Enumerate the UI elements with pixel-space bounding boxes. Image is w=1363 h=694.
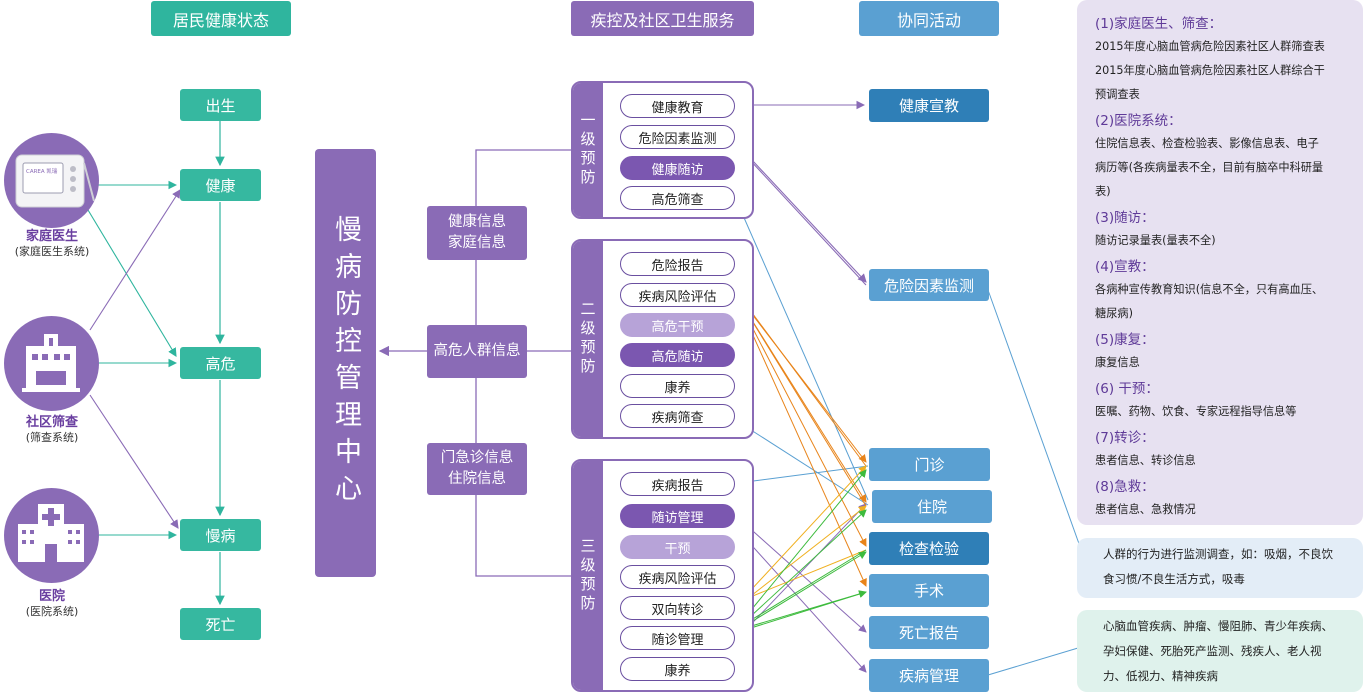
source-hospital-name: 医院 [38,589,65,604]
panel-line: 医嘱、药物、饮食、专家远程指导信息等 [1095,405,1297,418]
disease-list-note: 心脑血管疾病、肿瘤、慢阻肺、青少年疾病、 孕妇保健、死胎死产监测、残疾人、老人视… [1077,610,1363,692]
collab-risk-monitoring: 危险因素监测 [869,269,989,301]
l3-item-followup-management[interactable]: 随访管理 [620,504,735,528]
source-hospital-label: 医院 (医院系统) [0,589,112,619]
panel-line: 2015年度心脑血管病危险因素社区人群筛查表 [1095,40,1325,53]
level-tertiary-strip: 三级预防 [573,461,603,690]
header-health-status: 居民健康状态 [151,1,291,36]
disease-note-line1: 心脑血管疾病、肿瘤、慢阻肺、青少年疾病、 [1103,619,1333,633]
panel-line: 患者信息、急救情况 [1095,503,1196,516]
source-family-doctor-name: 家庭医生 [25,229,78,244]
panel-line: 住院信息表、检查检验表、影像信息表、电子 [1095,137,1319,150]
collab-outpatient: 门诊 [869,448,990,481]
l1-item-high-risk-screening[interactable]: 高危筛查 [620,186,735,210]
l1-item-health-education[interactable]: 健康教育 [620,94,735,118]
l2-item-risk-report[interactable]: 危险报告 [620,252,735,276]
family-doctor-device-icon: CAREA 凯瑞 [4,133,99,228]
level-primary-prevention: 一级预防 健康教育 危险因素监测 健康随访 高危筛查 [571,81,754,219]
info-outpatient-inpatient: 门急诊信息 住院信息 [427,443,527,495]
collab-inpatient: 住院 [872,490,992,523]
collab-surgery: 手术 [869,574,989,607]
panel-line: 2015年度心脑血管病危险因素社区人群综合干 [1095,64,1325,77]
panel-heading-3: (3)随访： [1095,210,1155,226]
panel-line: 病历等(各疾病量表不全，目前有脑卒中科研量 [1095,161,1324,174]
header-services: 疾控及社区卫生服务 [571,1,754,36]
panel-heading-5: (5)康复： [1095,332,1155,348]
level-primary-strip: 一级预防 [573,83,603,217]
l2-item-disease-screening[interactable]: 疾病筛查 [620,404,735,428]
panel-line: 随访记录量表(量表不全) [1095,234,1216,247]
l3-item-visit-management[interactable]: 随诊管理 [620,626,735,650]
l3-item-two-way-referral[interactable]: 双向转诊 [620,596,735,620]
status-birth: 出生 [180,89,261,121]
panel-line: 康复信息 [1095,356,1140,369]
l2-item-rehab-care[interactable]: 康养 [620,374,735,398]
level-tertiary-prevention: 三级预防 疾病报告 随访管理 干预 疾病风险评估 双向转诊 随诊管理 康养 [571,459,754,692]
panel-heading-6: (6) 干预： [1095,381,1159,397]
source-community-sub: (筛查系统) [25,431,79,445]
info-health-line1: 健康信息 [448,213,506,230]
l1-item-risk-monitoring[interactable]: 危险因素监测 [620,125,735,149]
l3-item-risk-assessment[interactable]: 疾病风险评估 [620,565,735,589]
chronic-disease-center: 慢病防控管理中心 [315,149,376,577]
monitoring-note-line2: 食习惯/不良生活方式，吸毒 [1103,572,1245,586]
info-high-risk-line1: 高危人群信息 [433,342,521,359]
source-family-doctor-sub: (家庭医生系统) [14,245,90,259]
panel-line: 糖尿病) [1095,307,1133,320]
status-chronic: 慢病 [180,519,261,551]
panel-line: 预调查表 [1095,88,1140,101]
l2-item-high-risk-intervention[interactable]: 高危干预 [620,313,735,337]
status-high-risk: 高危 [180,347,261,379]
panel-heading-7: (7)转诊： [1095,430,1155,446]
panel-line: 各病种宣传教育知识(信息不全，只有高血压、 [1095,283,1324,296]
panel-line: 表) [1095,185,1111,198]
collab-disease-management: 疾病管理 [869,659,989,692]
info-health-family: 健康信息 家庭信息 [427,206,527,260]
info-source-panel: (1)家庭医生、筛查： 2015年度心脑血管病危险因素社区人群筛查表 2015年… [1077,0,1363,525]
info-outpatient-line1: 门急诊信息 [440,449,514,466]
panel-heading-8: (8)急救： [1095,479,1155,495]
header-collab: 协同活动 [859,1,999,36]
source-community-label: 社区筛查 (筛查系统) [0,415,112,445]
community-building-icon [4,316,99,411]
collab-lab-tests: 检查检验 [869,532,989,565]
hospital-icon [4,488,99,583]
monitoring-note: 人群的行为进行监测调查，如：吸烟，不良饮 食习惯/不良生活方式，吸毒 [1077,538,1363,598]
source-community-name: 社区筛查 [25,415,78,430]
status-death: 死亡 [180,608,261,640]
source-family-doctor-label: 家庭医生 (家庭医生系统) [0,229,112,259]
collab-health-education: 健康宣教 [869,89,989,122]
disease-note-line3: 力、低视力、精神疾病 [1103,669,1218,683]
panel-heading-2: (2)医院系统： [1095,113,1182,129]
panel-heading-1: (1)家庭医生、筛查： [1095,16,1223,32]
level-secondary-strip: 二级预防 [573,241,603,437]
disease-note-line2: 孕妇保健、死胎死产监测、残疾人、老人视 [1103,644,1322,658]
level-primary-label: 一级预防 [578,112,597,188]
l2-item-risk-assessment[interactable]: 疾病风险评估 [620,283,735,307]
l3-item-rehab-care[interactable]: 康养 [620,657,735,681]
level-tertiary-label: 三级预防 [578,537,597,614]
panel-heading-4: (4)宣教： [1095,259,1155,275]
l2-item-high-risk-followup[interactable]: 高危随访 [620,343,735,367]
l3-item-intervention[interactable]: 干预 [620,535,735,559]
collab-death-report: 死亡报告 [869,616,989,649]
monitoring-note-line1: 人群的行为进行监测调查，如：吸烟，不良饮 [1103,547,1333,561]
l1-item-health-followup[interactable]: 健康随访 [620,156,735,180]
info-high-risk: 高危人群信息 [427,325,527,378]
source-hospital-sub: (医院系统) [25,605,79,619]
l3-item-disease-report[interactable]: 疾病报告 [620,472,735,496]
panel-line: 患者信息、转诊信息 [1095,454,1196,467]
center-title: 慢病防控管理中心 [330,215,361,511]
info-health-line2: 家庭信息 [448,235,506,251]
svg-text:CAREA 凯瑞: CAREA 凯瑞 [26,167,58,175]
level-secondary-prevention: 二级预防 危险报告 疾病风险评估 高危干预 高危随访 康养 疾病筛查 [571,239,754,439]
level-secondary-label: 二级预防 [578,301,597,377]
status-healthy: 健康 [180,169,261,201]
info-outpatient-line2: 住院信息 [448,471,506,487]
